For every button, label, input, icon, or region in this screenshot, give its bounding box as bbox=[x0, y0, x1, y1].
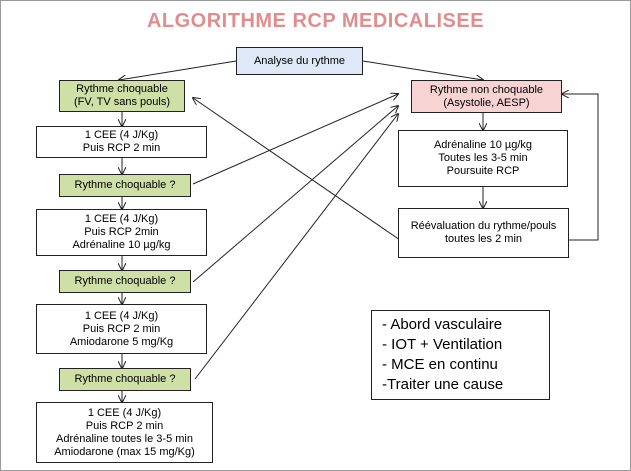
analyse-rythme-label: Analyse du rythme bbox=[253, 54, 346, 67]
choc-step-1-box: 1 CEE (4 J/Kg) Puis RCP 2 min bbox=[36, 126, 207, 158]
arrow-check3-to-non-choquable bbox=[194, 114, 398, 380]
check-choquable-1-box: Rythme choquable ? bbox=[59, 174, 191, 197]
adrenaline-line-2: Toutes les 3-5 min bbox=[438, 152, 528, 164]
rythme-non-choquable-line-1: Rythme non choquable bbox=[429, 83, 544, 96]
notes-box: - Abord vasculaire - IOT + Ventilation -… bbox=[371, 310, 550, 400]
rythme-non-choquable-box: Rythme non choquable (Asystolie, AESP) bbox=[411, 80, 562, 113]
choc-step-2-line-1: 1 CEE (4 J/Kg) bbox=[84, 213, 159, 225]
choc-step-4-box: 1 CEE (4 J/Kg) Puis RCP 2 min Adrénaline… bbox=[36, 402, 213, 463]
choc-step-3-line-2: Puis RCP 2 min bbox=[82, 322, 161, 335]
arrow-check1-to-non-choquable bbox=[192, 94, 398, 185]
arrow-analyse-to-non-choquable bbox=[362, 60, 483, 80]
rythme-choquable-line-2: (FV, TV sans pouls) bbox=[74, 96, 170, 108]
check-choquable-3-label: Rythme choquable ? bbox=[74, 373, 176, 385]
reevaluation-line-1: Réévaluation du rythme/pouls bbox=[410, 220, 557, 232]
reevaluation-box: Réévaluation du rythme/pouls toutes les … bbox=[398, 208, 569, 258]
rythme-choquable-line-1: Rythme choquable bbox=[76, 83, 168, 95]
adrenaline-line-1: Adrénaline 10 µg/kg bbox=[433, 139, 533, 151]
arrow-loop-reevaluation-to-non-choquable bbox=[562, 94, 599, 241]
arrow-analyse-to-choquable bbox=[119, 60, 237, 80]
choc-step-4-line-1: 1 CEE (4 J/Kg) bbox=[87, 406, 162, 419]
choc-step-4-line-3: Adrénaline toutes le 3-5 min bbox=[56, 432, 193, 445]
note-iot-ventilation: - IOT + Ventilation bbox=[382, 336, 503, 353]
check-choquable-3-box: Rythme choquable ? bbox=[59, 368, 191, 391]
note-abord-vasculaire: - Abord vasculaire bbox=[382, 316, 503, 333]
choc-step-4-line-4: Amiodarone (max 15 mg/Kg) bbox=[54, 445, 195, 458]
note-mce-continu: - MCE en continu bbox=[382, 356, 498, 373]
choc-step-2-box: 1 CEE (4 J/Kg) Puis RCP 2min Adrénaline … bbox=[36, 209, 207, 256]
check-choquable-2-box: Rythme choquable ? bbox=[59, 270, 191, 293]
check-choquable-2-label: Rythme choquable ? bbox=[74, 275, 176, 287]
choc-step-1-line-2: Puis RCP 2 min bbox=[82, 142, 161, 154]
choc-step-1-line-1: 1 CEE (4 J/Kg) bbox=[84, 129, 159, 141]
note-traiter-cause: -Traiter une cause bbox=[382, 376, 504, 393]
choc-step-2-line-2: Puis RCP 2min bbox=[84, 226, 159, 238]
analyse-rythme-box: Analyse du rythme bbox=[236, 47, 363, 75]
adrenaline-line-3: Poursuite RCP bbox=[446, 165, 520, 177]
choc-step-4-line-2: Puis RCP 2 min bbox=[85, 419, 164, 432]
check-choquable-1-label: Rythme choquable ? bbox=[74, 179, 176, 191]
arrow-reevaluation-to-choquable bbox=[193, 98, 401, 241]
choc-step-3-line-1: 1 CEE (4 J/Kg) bbox=[84, 309, 159, 322]
rythme-choquable-box: Rythme choquable (FV, TV sans pouls) bbox=[59, 80, 185, 112]
reevaluation-line-2: toutes les 2 min bbox=[444, 233, 523, 245]
adrenaline-box: Adrénaline 10 µg/kg Toutes les 3-5 min P… bbox=[398, 130, 568, 187]
choc-step-3-box: 1 CEE (4 J/Kg) Puis RCP 2 min Amiodarone… bbox=[36, 304, 207, 354]
choc-step-3-line-3: Amiodarone 5 mg/Kg bbox=[69, 335, 174, 348]
rythme-non-choquable-line-2: (Asystolie, AESP) bbox=[443, 96, 530, 109]
diagram-title: ALGORITHME RCP MEDICALISEE bbox=[146, 10, 485, 32]
choc-step-2-line-3: Adrénaline 10 µg/kg bbox=[72, 239, 171, 251]
arrow-check2-to-non-choquable bbox=[192, 106, 398, 283]
